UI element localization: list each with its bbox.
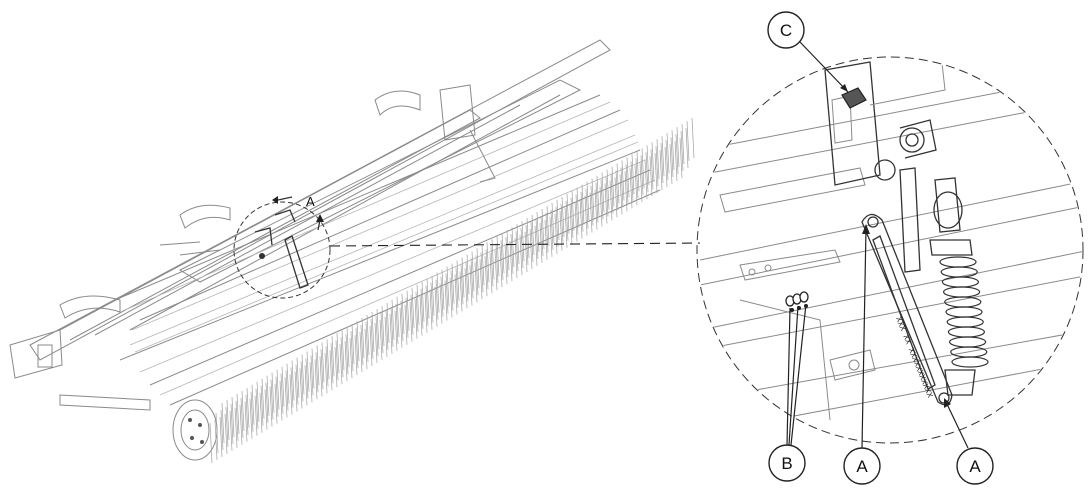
- detail-connector: [329, 242, 701, 247]
- callout-a-left: A: [843, 224, 881, 485]
- rotation-arrow: [277, 196, 293, 201]
- hitch: [9, 329, 63, 379]
- detail-circle-small: [233, 201, 331, 299]
- callout-c-label: C: [780, 21, 792, 40]
- detail-view: XXX XX XXXXXXXXXXX: [696, 56, 1084, 444]
- callout-a-left-label: A: [856, 457, 868, 476]
- spring-assembly: [929, 177, 989, 396]
- reel-slats: [124, 101, 656, 396]
- callout-b-label: B: [781, 454, 792, 473]
- callout-b: B: [768, 303, 807, 482]
- callout-a-right: A: [944, 398, 994, 485]
- detail-circle-large: [696, 56, 1084, 444]
- overview-label-a: A: [306, 194, 315, 209]
- bracket: [824, 61, 881, 186]
- pins: [785, 291, 809, 312]
- callout-c: C: [767, 11, 849, 93]
- callout-a-right-label: A: [969, 457, 981, 476]
- machine-overview: A: [9, 39, 695, 464]
- knob: [841, 87, 867, 109]
- tine-rows: [209, 117, 695, 464]
